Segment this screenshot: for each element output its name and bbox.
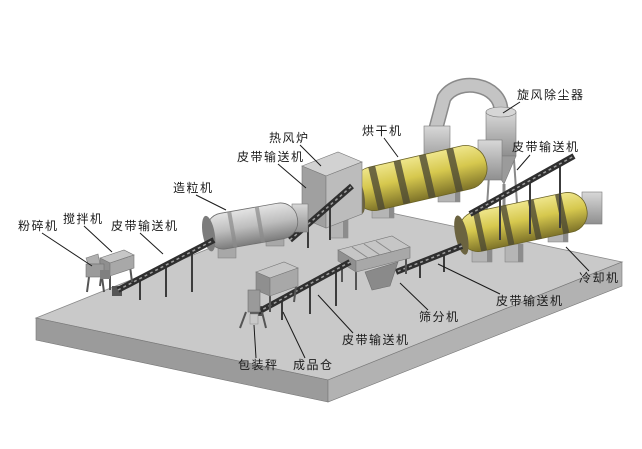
- crusher-machine: [85, 253, 110, 293]
- granulator-drum: [201, 202, 309, 259]
- leader-line: [277, 163, 307, 189]
- leader-line: [253, 324, 257, 359]
- leader-line: [41, 232, 93, 267]
- label-packing-scale: 包装秤: [238, 358, 279, 372]
- label-belt-conveyor-top-right: 皮带输送机: [512, 140, 580, 154]
- leader-line: [516, 154, 531, 171]
- leader-line: [282, 311, 306, 359]
- label-belt-conveyor-right: 皮带输送机: [496, 294, 564, 308]
- cooler-drum: [454, 191, 603, 263]
- packing-scale: [239, 289, 267, 329]
- leader-line: [83, 225, 113, 253]
- leader-line: [383, 137, 399, 158]
- leader-lines: [41, 101, 590, 359]
- leader-line: [399, 282, 429, 311]
- leader-line: [139, 232, 164, 255]
- belt-conveyor-top-right: [468, 153, 576, 240]
- leader-line: [195, 194, 227, 211]
- label-product-bin: 成品仓: [293, 358, 334, 372]
- label-dryer: 烘干机: [362, 124, 403, 138]
- leader-line: [437, 263, 501, 295]
- label-screener: 筛分机: [419, 310, 460, 324]
- leader-line: [299, 144, 322, 167]
- label-belt-conveyor-center: 皮带输送机: [342, 333, 410, 347]
- label-cooler: 冷却机: [579, 271, 620, 285]
- label-cyclone-dust-collector: 旋风除尘器: [517, 88, 585, 102]
- label-belt-conveyor-left: 皮带输送机: [111, 219, 179, 233]
- belt-conveyor-left: [112, 237, 216, 300]
- hot-air-furnace: [301, 151, 363, 229]
- leader-line: [317, 294, 354, 334]
- leader-line: [565, 246, 590, 272]
- label-granulator: 造粒机: [173, 181, 214, 195]
- label-mixer: 搅拌机: [63, 212, 104, 226]
- label-belt-conveyor-furnace: 皮带输送机: [237, 150, 305, 164]
- leader-line: [502, 101, 521, 114]
- label-crusher: 粉碎机: [18, 219, 59, 233]
- label-hot-air-furnace: 热风炉: [269, 131, 310, 145]
